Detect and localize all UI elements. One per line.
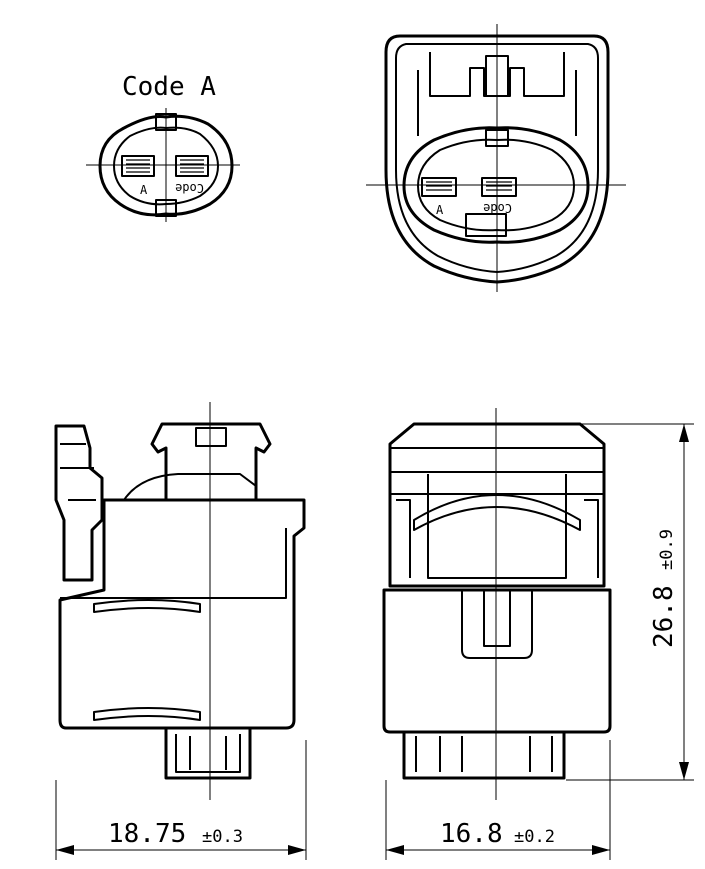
- front-window-frame: [427, 474, 567, 579]
- front-inner-oval: [402, 126, 590, 244]
- front-top-key: [485, 129, 509, 147]
- code-a-inner-rim: [113, 126, 219, 206]
- side-dim-arrow-right: [288, 845, 306, 855]
- front-terminal-block: [402, 730, 566, 780]
- side-top-cap: [150, 422, 272, 502]
- height-dim-arrow-bottom: [679, 762, 689, 780]
- side-body-split-line: [60, 528, 287, 599]
- front-face-pin-mark: A: [436, 203, 444, 217]
- side-width-value: 18.75: [108, 819, 186, 849]
- code-a-top-key: [155, 113, 177, 131]
- front-housing-ribs: [390, 447, 604, 495]
- code-a-oval-housing: [98, 114, 234, 217]
- front-center-channel: [461, 590, 533, 659]
- front-inner-oval-rim: [417, 138, 575, 232]
- front-top-housing: [388, 422, 606, 588]
- front-width-value: 16.8: [440, 819, 503, 849]
- side-latch-arm: [54, 424, 104, 582]
- front-width-tolerance: ±0.2: [514, 827, 555, 847]
- front-latch-center: [485, 55, 509, 97]
- height-dim-arrow-top: [679, 424, 689, 442]
- side-width-tolerance: ±0.3: [202, 827, 243, 847]
- front-inner-shell: [395, 43, 599, 273]
- side-latch-details: [60, 443, 96, 501]
- front-terminal-pins: [415, 736, 553, 772]
- side-shoulder-curve: [123, 473, 257, 501]
- height-value: 26.8: [649, 585, 679, 648]
- front-channel-inner: [483, 590, 511, 647]
- code-a-contact-slot-left: [121, 155, 155, 177]
- side-dim-arrow-left: [56, 845, 74, 855]
- side-view: 18.75 ±0.3: [54, 402, 307, 860]
- side-grip-rib-upper: [93, 599, 201, 613]
- side-terminal-block: [164, 726, 252, 780]
- front-latch-rails: [417, 70, 577, 136]
- front-dim-arrow-right: [592, 845, 610, 855]
- front-view: 26.8 ±0.9 16.8 ±0.2: [382, 408, 694, 860]
- front-contact-slot-right: [481, 177, 517, 197]
- height-tolerance: ±0.9: [657, 529, 677, 570]
- code-a-face-pin-mark: A: [140, 183, 148, 197]
- front-face-view: Code A: [366, 24, 626, 292]
- front-arch: [413, 494, 581, 531]
- side-terminal-details: [175, 734, 241, 773]
- front-side-clips: [396, 499, 599, 578]
- front-lower-body: [382, 588, 612, 734]
- front-outer-shell: [384, 34, 610, 284]
- code-a-bottom-key: [155, 199, 177, 217]
- code-a-label: Code A: [122, 72, 216, 102]
- code-a-face-view: Code A Code A: [86, 72, 240, 222]
- side-grip-rib-lower: [93, 707, 201, 721]
- side-main-body: [58, 498, 306, 730]
- front-dim-arrow-left: [386, 845, 404, 855]
- code-a-contact-slot-right: [175, 155, 209, 177]
- code-a-face-code-mark: Code: [175, 181, 204, 195]
- side-cap-window: [195, 427, 227, 447]
- front-bottom-key: [465, 213, 507, 237]
- front-face-code-mark: Code: [483, 201, 512, 215]
- front-contact-slot-left: [421, 177, 457, 197]
